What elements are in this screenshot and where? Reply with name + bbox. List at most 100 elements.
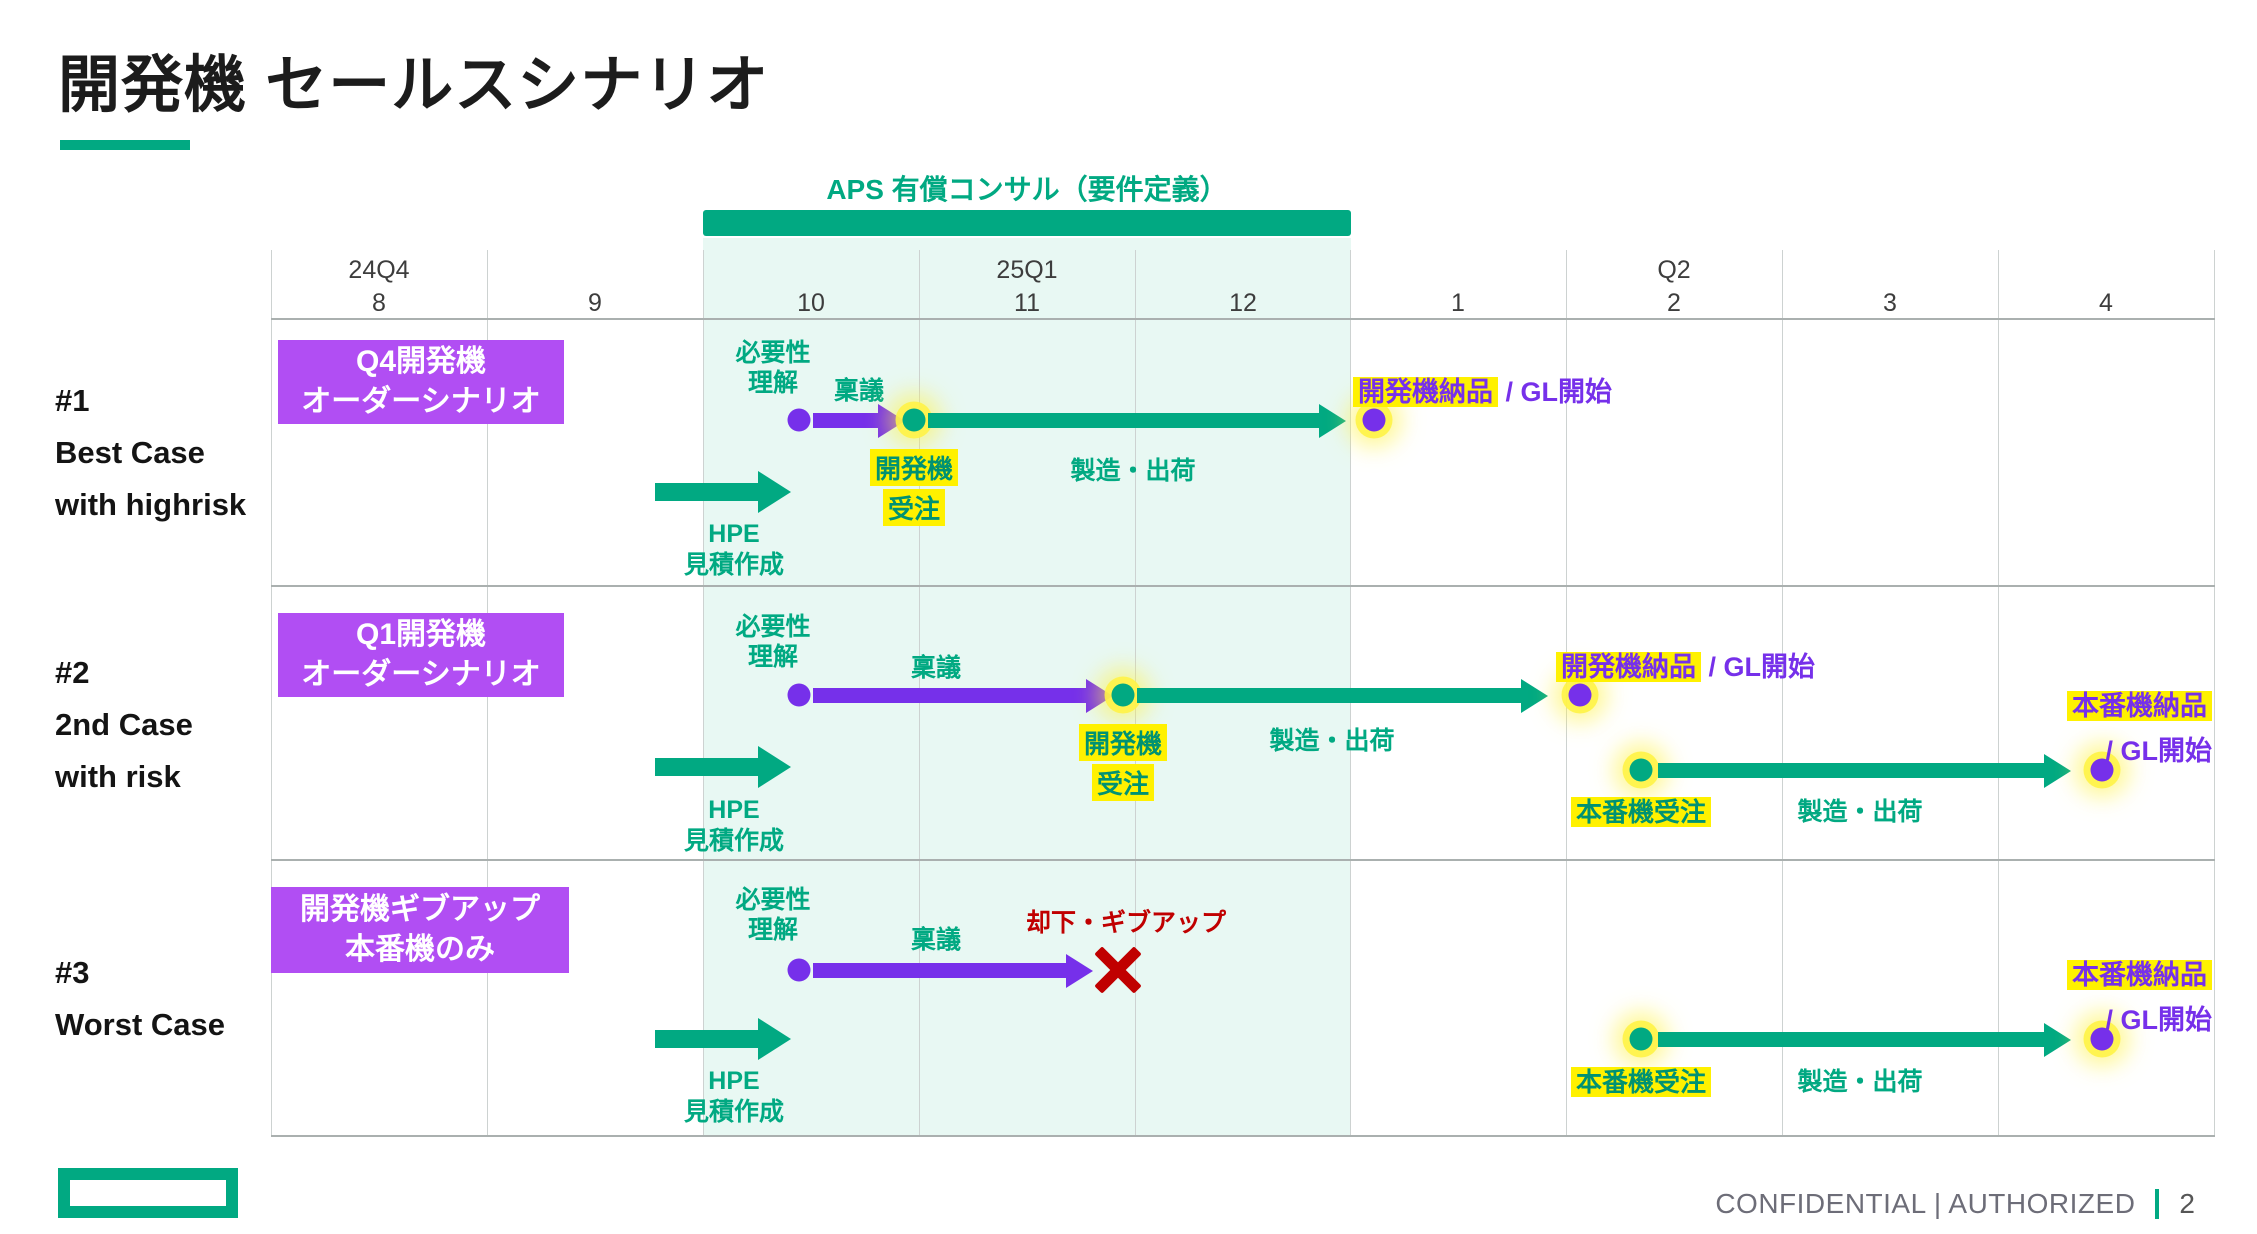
row2-delivery-highlight-1: 開発機納品: [1556, 652, 1701, 682]
row1-hpe-quote-label: HPE 見積作成: [684, 519, 784, 581]
confidential-label: CONFIDENTIAL | AUTHORIZED: [1715, 1188, 2136, 1219]
row2-dev-order-label: 開発機 受注: [1078, 724, 1168, 801]
row2-scenario-box-line1: Q1開発機: [355, 618, 487, 651]
row3-prod-order-dot: [1629, 1027, 1653, 1051]
row3-delivery-dot: [2090, 1027, 2114, 1051]
month-label-3: 3: [1883, 289, 1897, 317]
header-bottom-line: [271, 318, 2215, 320]
row1-mfg-ship-label: 製造・出荷: [1070, 457, 1196, 485]
row3-prod-order-label: 本番機受注: [1570, 1067, 1712, 1097]
row1-scenario-box: Q4開発機 オーダーシナリオ: [278, 340, 564, 424]
row2-prod-delivery-label: 本番機納品 / GL開始: [2067, 684, 2212, 768]
row1-delivery-label: 開発機納品 / GL開始: [1353, 370, 1612, 409]
row-separator: [271, 585, 2215, 587]
row3-need-line2: 理解: [747, 916, 799, 944]
row1-case-line2: with highrisk: [55, 487, 247, 522]
quarter-label-25q1: 25Q1: [996, 256, 1058, 284]
gridline-vertical: [1782, 250, 1783, 1135]
row3-hpe-line: HPE: [708, 1067, 760, 1095]
aps-consulting-bar: [703, 210, 1351, 236]
row1-manufacturing-arrow: [928, 413, 1319, 428]
row3-quote-line: 見積作成: [683, 1098, 785, 1126]
row2-dev-order-line1: 開発機: [1078, 724, 1168, 761]
title-underline: [60, 140, 190, 150]
month-label-10: 10: [797, 289, 825, 317]
row1-dev-order-line2: 受注: [882, 489, 946, 526]
month-label-4: 4: [2099, 289, 2113, 317]
row3-prod-delivery-label: 本番機納品 / GL開始: [2067, 953, 2212, 1037]
gridline-vertical: [703, 250, 704, 1135]
row2-order-dot: [1111, 683, 1135, 707]
row3-mfg-ship-label: 製造・出荷: [1797, 1068, 1923, 1096]
row2-delivery-dot-1: [1568, 683, 1592, 707]
row1-start-dot: [787, 408, 811, 432]
row3-reject-label: 却下・ギブアップ: [1025, 909, 1227, 937]
row1-scenario-box-line1: Q4開発機: [355, 345, 487, 378]
month-label-12: 12: [1229, 289, 1257, 317]
row2-manufacturing-arrow-1: [1137, 688, 1521, 703]
row2-prod-order-dot: [1629, 758, 1653, 782]
page-number: 2: [2179, 1188, 2195, 1219]
row3-need-line1: 必要性: [735, 886, 811, 914]
row3-scenario-box: 開発機ギブアップ 本番機のみ: [271, 887, 569, 973]
row2-gl-start-2: / GL開始: [2105, 736, 2213, 766]
row2-need-label: 必要性 理解: [735, 612, 810, 672]
row1-hpe-quote-arrow: [655, 483, 758, 501]
row1-approval-arrow: [813, 413, 878, 428]
quarter-label-24q4: 24Q4: [348, 256, 410, 284]
month-label-11: 11: [1014, 289, 1040, 317]
gridline-vertical: [2214, 250, 2215, 1135]
gridline-vertical: [1566, 250, 1567, 1135]
row2-need-line1: 必要性: [735, 613, 811, 641]
row1-scenario-box-line2: オーダーシナリオ: [301, 385, 541, 418]
month-label-2: 2: [1667, 289, 1681, 317]
gridline-vertical: [271, 250, 272, 1135]
row1-dev-order-label: 開発機 受注: [869, 449, 959, 526]
row1-hpe-line: HPE: [708, 520, 760, 548]
row3-prod-order-label-wrap: 本番機受注: [1570, 1062, 1712, 1099]
row3-case-number: #3: [55, 955, 90, 990]
row2-mfg-ship-label-1: 製造・出荷: [1269, 727, 1395, 755]
hpe-logo: [58, 1168, 238, 1218]
footer: CONFIDENTIAL | AUTHORIZED 2: [1715, 1188, 2195, 1220]
row3-start-dot: [787, 958, 811, 982]
row3-scenario-box-line1: 開発機ギブアップ: [300, 893, 540, 926]
month-label-1: 1: [1451, 289, 1465, 317]
gridline-vertical: [1135, 250, 1136, 1135]
row2-need-line2: 理解: [747, 643, 799, 671]
row3-prod-delivery-highlight: 本番機納品: [2067, 960, 2212, 990]
row2-manufacturing-arrow-2: [1658, 763, 2044, 778]
row2-start-dot: [787, 683, 811, 707]
gridline-vertical: [1998, 250, 1999, 1135]
aps-consulting-label: APS 有償コンサル（要件定義）: [826, 174, 1228, 205]
row1-delivery-highlight: 開発機納品: [1353, 377, 1498, 407]
row2-delivery-label-1: 開発機納品 / GL開始: [1556, 645, 1815, 684]
row2-hpe-quote-arrow: [655, 758, 758, 776]
row2-gl-start-1: / GL開始: [1701, 652, 1816, 682]
row3-need-label: 必要性 理解: [735, 885, 810, 945]
row2-hpe-line: HPE: [708, 796, 760, 824]
row3-scenario-box-line2: 本番機のみ: [345, 933, 495, 966]
row1-gl-start: / GL開始: [1498, 377, 1613, 407]
row1-need-label: 必要性 理解: [735, 338, 810, 398]
row1-need-line1: 必要性: [735, 339, 811, 367]
row1-case-number: #1: [55, 383, 90, 418]
reject-x-icon: [1094, 946, 1142, 994]
row1-need-line2: 理解: [747, 369, 799, 397]
row2-mfg-ship-label-2: 製造・出荷: [1797, 798, 1923, 826]
row3-manufacturing-arrow: [1658, 1032, 2044, 1047]
row2-dev-order-line2: 受注: [1091, 764, 1155, 801]
row1-order-dot: [902, 408, 926, 432]
row2-prod-delivery-highlight: 本番機納品: [2067, 691, 2212, 721]
row3-prod-delivery-line1: 本番機納品: [2067, 953, 2212, 992]
row2-scenario-box-line2: オーダーシナリオ: [301, 658, 541, 691]
row2-case-number: #2: [55, 655, 90, 690]
row3-ringi-label: 稟議: [910, 926, 962, 954]
row1-dev-order-line1: 開発機: [869, 449, 959, 486]
row1-case-line1: Best Case: [55, 435, 205, 470]
chart-bottom-line: [271, 1135, 2215, 1137]
row3-hpe-quote-label: HPE 見積作成: [684, 1066, 784, 1128]
row2-ringi-label: 稟議: [910, 654, 962, 682]
month-label-8: 8: [372, 289, 386, 317]
